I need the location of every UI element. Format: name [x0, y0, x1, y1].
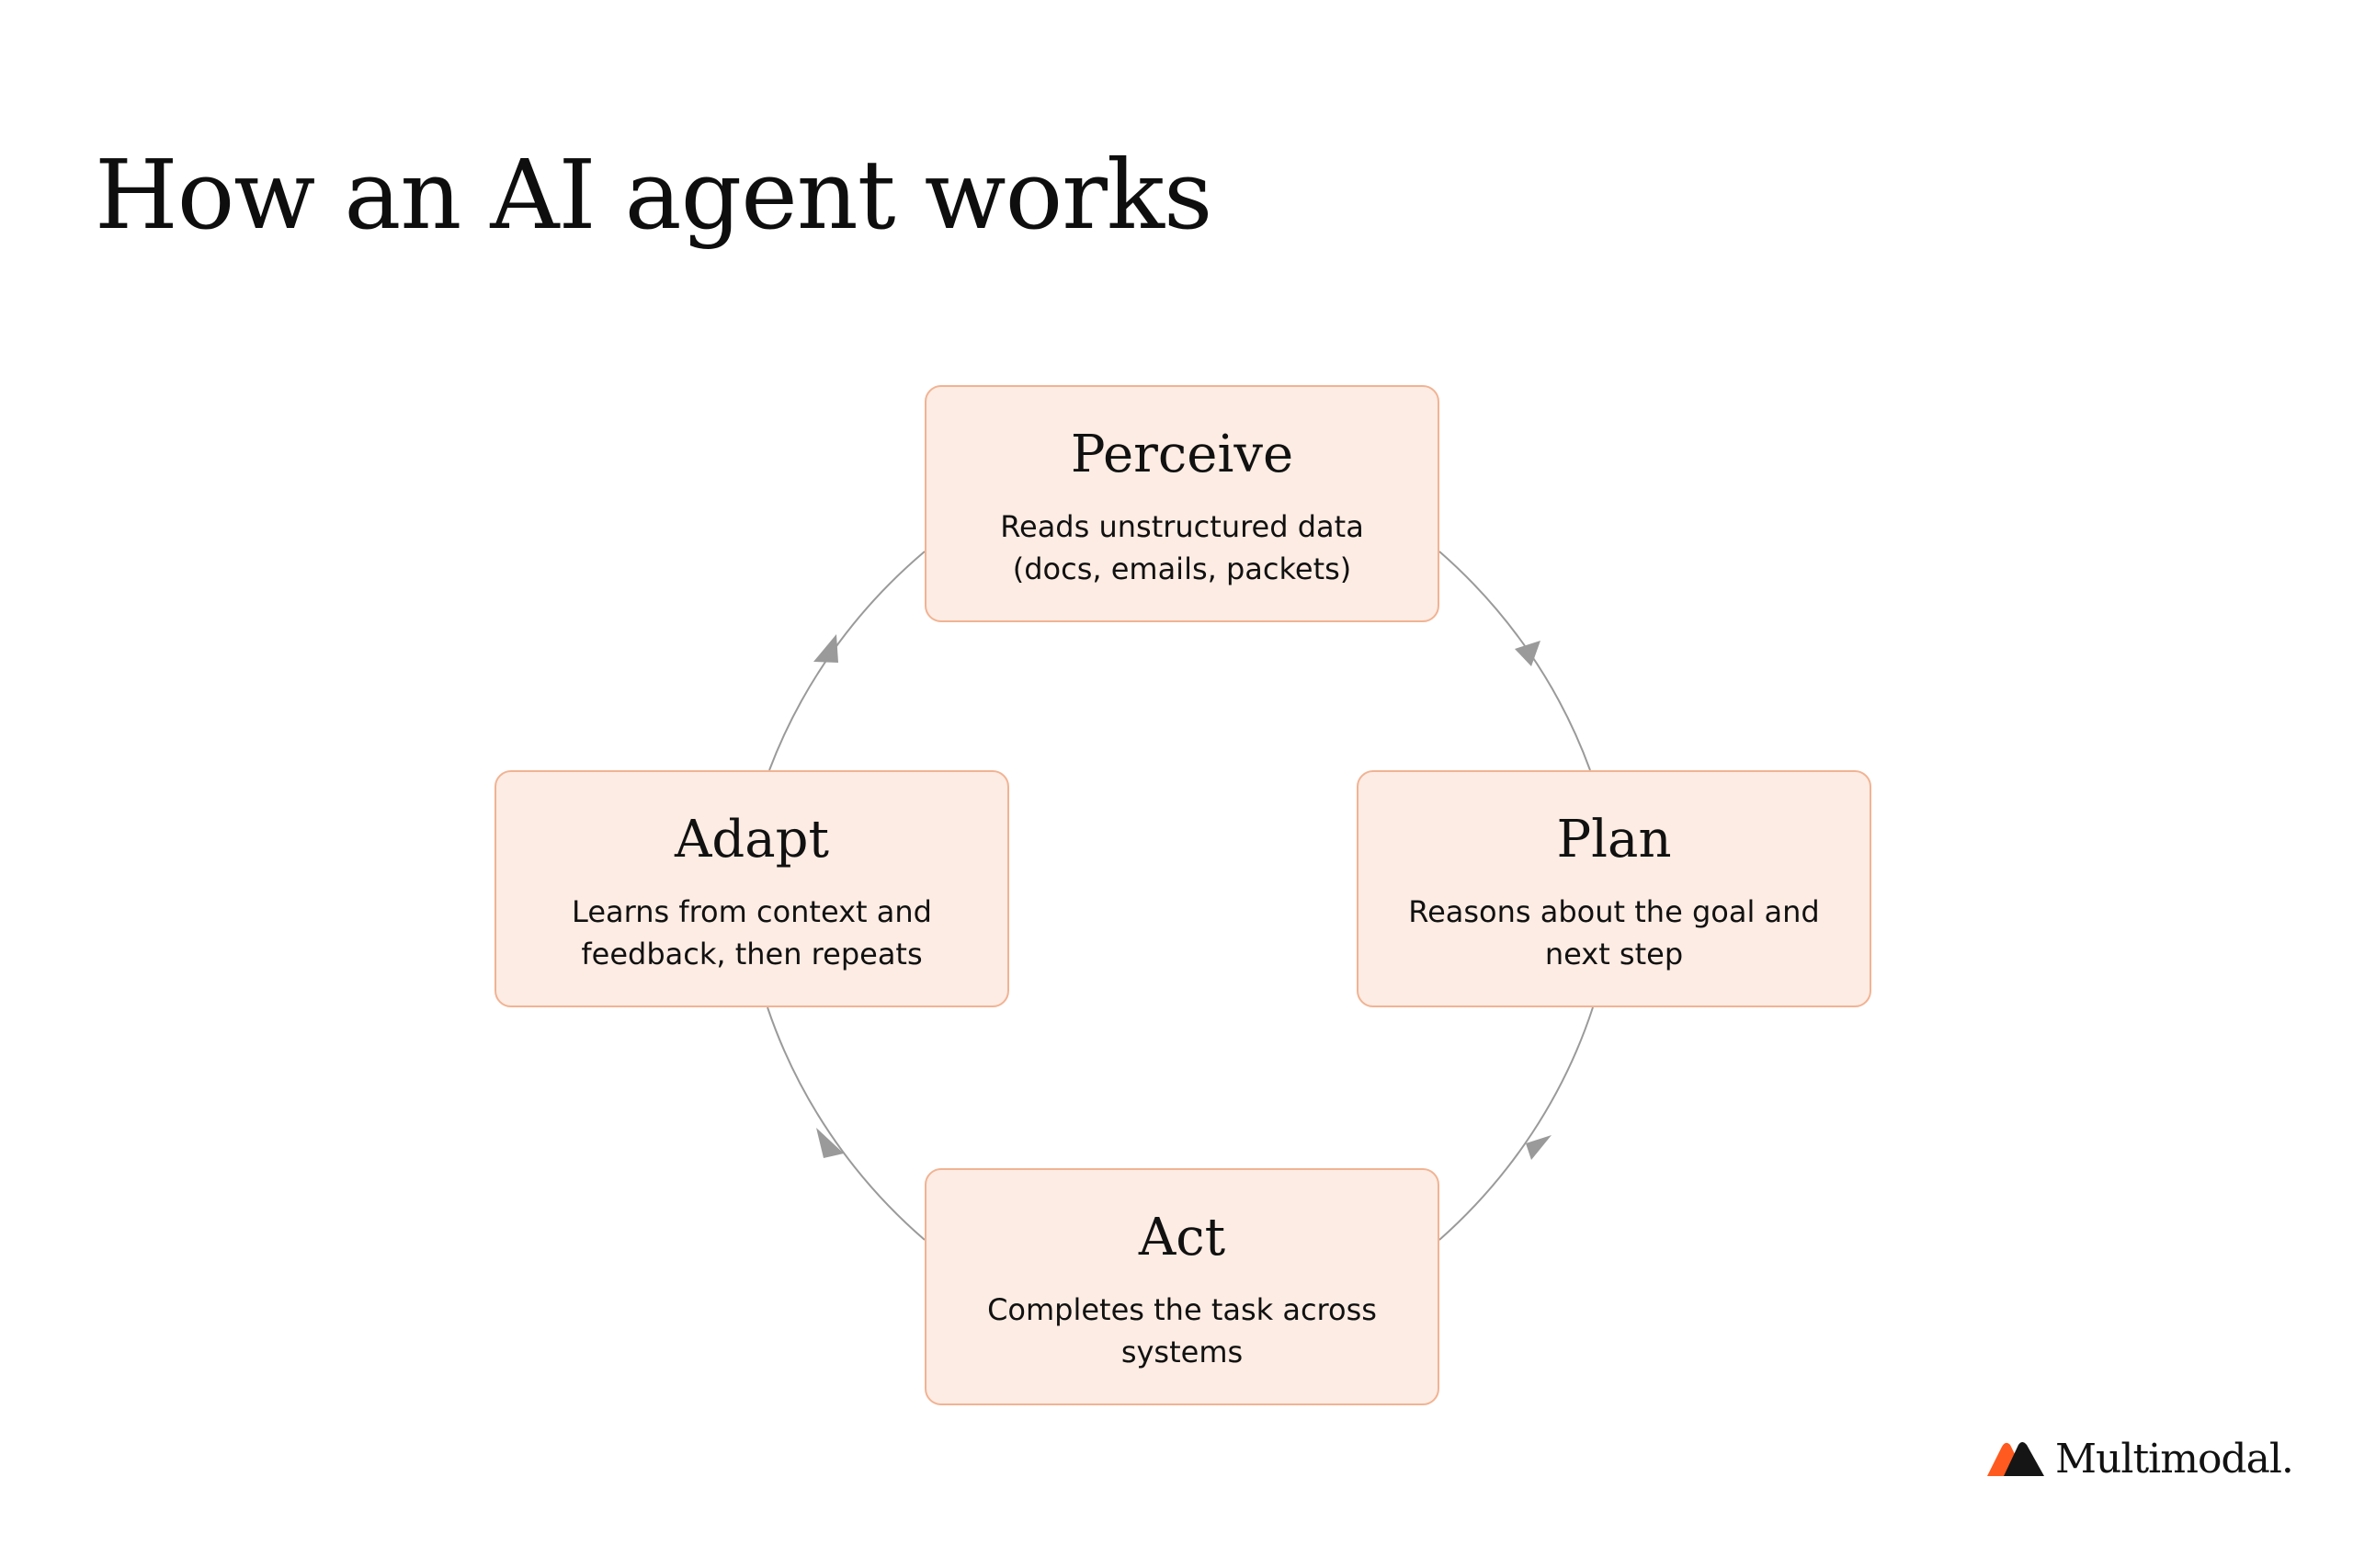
step-description: Learns from context and feedback, then r… [572, 894, 932, 972]
step-plan: Plan Reasons about the goal and next ste… [1357, 770, 1871, 1007]
step-title: Adapt [674, 810, 830, 869]
step-title: Plan [1556, 810, 1672, 869]
step-title: Act [1138, 1208, 1226, 1267]
brand-name: Multimodal. [2055, 1435, 2294, 1483]
multimodal-logo-icon [1987, 1442, 2044, 1476]
connector-adapt-to-perceive [768, 551, 926, 771]
step-adapt: Adapt Learns from context and feedback, … [494, 770, 1009, 1007]
brand-logo: Multimodal. [1985, 1435, 2294, 1483]
step-act: Act Completes the task across systems [925, 1168, 1439, 1405]
step-perceive: Perceive Reads unstructured data (docs, … [925, 385, 1439, 622]
page-title: How an AI agent works [95, 139, 1212, 251]
step-title: Perceive [1070, 425, 1294, 484]
connector-act-to-adapt [767, 1006, 926, 1241]
step-description: Completes the task across systems [987, 1292, 1377, 1370]
step-description: Reasons about the goal and next step [1408, 894, 1820, 972]
step-description: Reads unstructured data (docs, emails, p… [1000, 509, 1364, 587]
connector-perceive-to-plan [1438, 551, 1591, 771]
connector-plan-to-act [1438, 1006, 1594, 1241]
